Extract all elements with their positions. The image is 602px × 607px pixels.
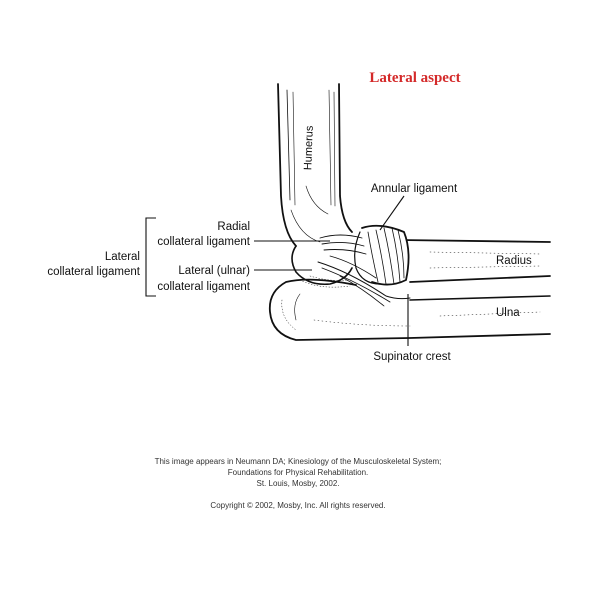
- ulna-bone: [268, 278, 551, 341]
- credit-line-2: Foundations for Physical Rehabilitation.: [228, 468, 369, 477]
- lateral-ulnar-label-line1: Lateral (ulnar): [178, 265, 250, 277]
- humerus-bone: [277, 83, 353, 247]
- radial-collateral-fibers: [319, 234, 367, 255]
- bone-drawing: [268, 83, 551, 341]
- lateral-group-label-line2: collateral ligament: [47, 266, 140, 278]
- radial-head: [354, 231, 381, 285]
- ulna-label: Ulna: [496, 307, 520, 319]
- radial-collateral-label-line2: collateral ligament: [157, 236, 250, 248]
- figure-title: Lateral aspect: [369, 70, 460, 86]
- credit-line-1: This image appears in Neumann DA; Kinesi…: [155, 457, 442, 466]
- supinator-crest-label: Supinator crest: [373, 351, 451, 363]
- credits-block: This image appears in Neumann DA; Kinesi…: [155, 457, 442, 510]
- bone-shading: [281, 275, 351, 331]
- lateral-group-label-line1: Lateral: [105, 251, 140, 263]
- radius-bone: [399, 239, 551, 283]
- humerus-label: Humerus: [302, 125, 316, 171]
- credit-line-3: St. Louis, Mosby, 2002.: [256, 479, 339, 488]
- annular-ligament-leader: [379, 195, 405, 231]
- lateral-group-bracket: [145, 217, 156, 297]
- lateral-epicondyle: [291, 245, 353, 286]
- lateral-ulnar-collateral-fibers: [317, 255, 411, 307]
- copyright-line: Copyright © 2002, Mosby, Inc. All rights…: [210, 501, 385, 510]
- radial-collateral-label-line1: Radial: [217, 221, 250, 233]
- lateral-ulnar-label-line2: collateral ligament: [157, 281, 250, 293]
- label-group: Humerus Annular ligament Radial collater…: [47, 125, 532, 363]
- radius-label: Radius: [496, 255, 532, 267]
- leader-lines: [145, 195, 409, 346]
- annular-ligament-label: Annular ligament: [371, 183, 458, 195]
- annular-ligament-band: [361, 224, 410, 286]
